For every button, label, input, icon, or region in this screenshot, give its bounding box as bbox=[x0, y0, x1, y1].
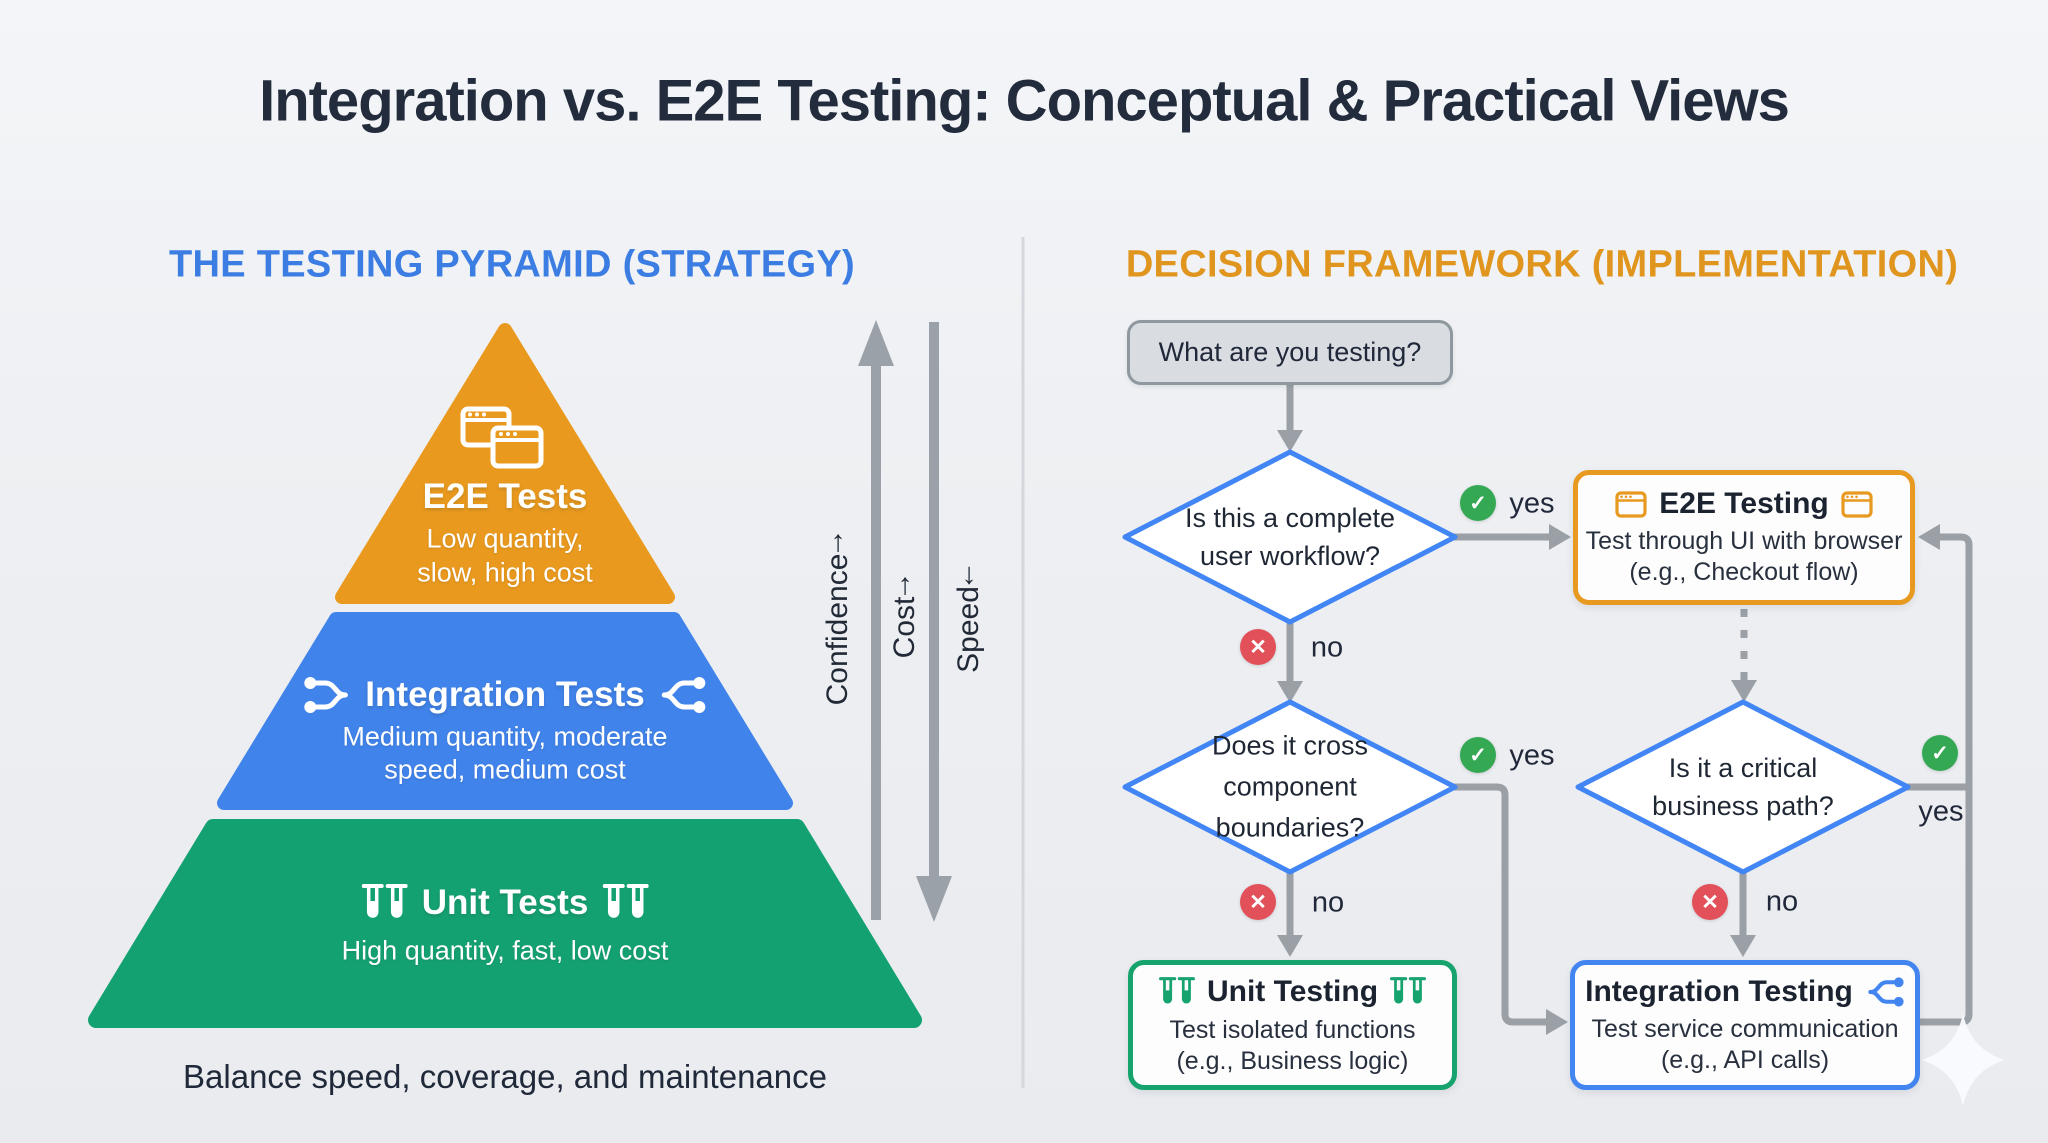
unit-testing-node-desc-1: Test isolated functions bbox=[1169, 1015, 1416, 1044]
decision-component-boundaries-text: Does it cross component boundaries? bbox=[1211, 730, 1369, 843]
no-label: no bbox=[1311, 886, 1345, 919]
test-tubes-icon bbox=[1158, 976, 1195, 1003]
e2e-testing-node: E2E Testing Test through UI with browser… bbox=[1573, 470, 1915, 605]
network-nodes-icon bbox=[1868, 976, 1904, 1007]
integration-testing-node-title-row: Integration Testing bbox=[1585, 975, 1905, 1009]
right-panel-header: DECISION FRAMEWORK (IMPLEMENTATION) bbox=[1125, 243, 1959, 286]
up-arrowhead-icon bbox=[858, 320, 894, 366]
page-title: Integration vs. E2E Testing: Conceptual … bbox=[259, 68, 1790, 134]
x-icon: ✕ bbox=[1240, 629, 1276, 665]
integration-testing-node-desc-1: Test service communication bbox=[1591, 1014, 1899, 1043]
e2e-testing-node-title: E2E Testing bbox=[1659, 487, 1829, 520]
integration-testing-node-title: Integration Testing bbox=[1585, 974, 1853, 1008]
flowchart-arrowheads bbox=[1277, 430, 1940, 1035]
check-icon: ✓ bbox=[1460, 737, 1496, 773]
arrowhead-icon bbox=[1918, 524, 1940, 550]
check-icon: ✓ bbox=[1922, 735, 1958, 771]
network-nodes-icon bbox=[662, 677, 706, 713]
pyramid-level-integration-desc-1: Medium quantity, moderate bbox=[342, 721, 668, 752]
pyramid-level-integration-title: Integration Tests bbox=[365, 675, 645, 714]
arrowhead-icon bbox=[1277, 935, 1303, 957]
pyramid-level-unit-title-row: Unit Tests bbox=[361, 881, 649, 925]
e2e-testing-node-title-row: E2E Testing bbox=[1615, 487, 1873, 521]
down-arrowhead-icon bbox=[916, 876, 952, 922]
pyramid-level-integration-desc-2: speed, medium cost bbox=[384, 754, 626, 785]
browser-window-icon bbox=[1841, 490, 1873, 518]
test-tubes-icon bbox=[602, 884, 649, 918]
diamond-user-workflow bbox=[1122, 449, 1458, 625]
unit-testing-node-title-row: Unit Testing bbox=[1158, 974, 1427, 1010]
pyramid-level-integration-title-row: Integration Tests bbox=[303, 674, 706, 716]
yes-label: yes bbox=[1509, 739, 1555, 772]
arrowhead-icon bbox=[1549, 524, 1571, 550]
no-label: no bbox=[1310, 631, 1344, 664]
pyramid-integration-layer bbox=[217, 612, 793, 810]
up-arrow-glyph: ↑ bbox=[830, 525, 846, 559]
x-icon: ✕ bbox=[1240, 884, 1276, 920]
sparkle-icon bbox=[1921, 1014, 2005, 1106]
test-tubes-icon bbox=[1390, 976, 1427, 1003]
pyramid-unit-layer bbox=[88, 819, 922, 1028]
arrowhead-icon bbox=[1277, 430, 1303, 452]
cost-axis-label: Cost↑ bbox=[888, 568, 921, 659]
flowchart-connectors bbox=[1286, 385, 1973, 1026]
pyramid-level-unit-desc-1: High quantity, fast, low cost bbox=[341, 935, 669, 966]
arrowhead-icon bbox=[1277, 681, 1303, 703]
browser-windows-icon bbox=[460, 406, 544, 469]
integration-testing-node-desc-2: (e.g., API calls) bbox=[1660, 1045, 1830, 1074]
no-label: no bbox=[1765, 885, 1799, 918]
arrowhead-icon bbox=[1546, 1009, 1568, 1035]
pyramid-level-unit-title: Unit Tests bbox=[421, 883, 589, 922]
e2e-testing-node-desc-1: Test through UI with browser bbox=[1585, 527, 1903, 555]
test-tubes-icon bbox=[361, 884, 408, 918]
left-panel-header: THE TESTING PYRAMID (STRATEGY) bbox=[169, 243, 855, 286]
yes-label: yes bbox=[1918, 795, 1964, 828]
arrowhead-icon bbox=[1730, 935, 1756, 957]
pyramid-level-e2e-desc-1: Low quantity, bbox=[426, 523, 584, 554]
integration-testing-node: Integration Testing Test service communi… bbox=[1570, 960, 1920, 1090]
check-icon: ✓ bbox=[1460, 485, 1496, 521]
pyramid-level-e2e-desc-2: slow, high cost bbox=[417, 557, 593, 588]
arrowhead-icon bbox=[1731, 680, 1757, 702]
diamond-component-boundaries bbox=[1122, 699, 1458, 875]
network-nodes-icon bbox=[304, 677, 348, 713]
unit-testing-node-title: Unit Testing bbox=[1206, 974, 1379, 1008]
x-icon: ✕ bbox=[1692, 884, 1728, 920]
pyramid-caption: Balance speed, coverage, and maintenance bbox=[183, 1058, 827, 1095]
start-node-label: What are you testing? bbox=[1158, 337, 1422, 367]
yes-label: yes bbox=[1509, 487, 1555, 520]
confidence-axis-label: Confidence↑ bbox=[821, 525, 854, 706]
decision-diamonds bbox=[1122, 449, 1911, 875]
unit-testing-node-desc-2: (e.g., Business logic) bbox=[1176, 1046, 1409, 1075]
pyramid-level-e2e-title: E2E Tests bbox=[422, 477, 588, 516]
connector-feedback-loop bbox=[1920, 533, 1973, 1026]
up-arrow-glyph: ↑ bbox=[897, 568, 913, 602]
diamond-critical-path bbox=[1575, 699, 1911, 875]
connector-d2-yes bbox=[1453, 783, 1552, 1026]
e2e-testing-node-desc-2: (e.g., Checkout flow) bbox=[1629, 558, 1859, 586]
down-arrow-glyph: ↓ bbox=[961, 557, 977, 591]
decision-critical-path-text: Is it a critical business path? bbox=[1652, 753, 1834, 821]
axis-arrows bbox=[858, 320, 952, 922]
speed-axis-label: Speed↓ bbox=[952, 557, 985, 673]
start-node: What are you testing? bbox=[1127, 320, 1453, 385]
browser-window-icon bbox=[1615, 490, 1647, 518]
decision-user-workflow-text: Is this a complete user workflow? bbox=[1184, 503, 1396, 571]
unit-testing-node: Unit Testing Test isolated functions (e.… bbox=[1128, 960, 1457, 1090]
